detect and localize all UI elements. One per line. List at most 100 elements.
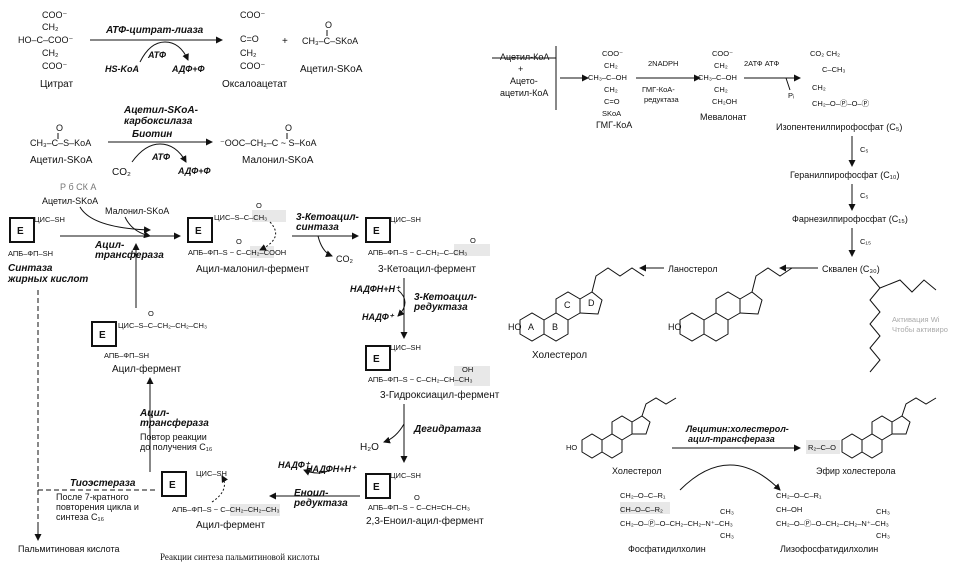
adp-label-2: АДФ+Ф xyxy=(177,166,211,176)
svg-text:ацетил-КоА: ацетил-КоА xyxy=(500,88,548,98)
svg-text:O: O xyxy=(470,236,476,245)
svg-text:HO: HO xyxy=(508,322,522,332)
svg-text:АПБ–ФП–SH: АПБ–ФП–SH xyxy=(8,249,53,258)
svg-text:O: O xyxy=(256,201,262,210)
svg-text:АПБ–ФП–S ~ C–CH₂–CH₂–CH₃: АПБ–ФП–S ~ C–CH₂–CH₂–CH₃ xyxy=(172,505,280,514)
enzyme-box-hydroxyacyl xyxy=(365,345,391,371)
svg-text:O: O xyxy=(236,237,242,246)
svg-text:ГМГ-КоА-: ГМГ-КоА- xyxy=(642,85,675,94)
synthase-label-2: жирных кислот xyxy=(7,274,88,285)
acetyl-koa-formula: CH₃–C–S–KoA xyxy=(30,138,91,148)
svg-text:CH₃–C–OH: CH₃–C–OH xyxy=(698,73,737,82)
lcat-enzyme-1: Лецитин:холестерол- xyxy=(685,424,789,434)
svg-text:COO⁻: COO⁻ xyxy=(602,49,623,58)
svg-text:CH₂: CH₂ xyxy=(714,61,728,70)
svg-text:CH–O–C–R₂: CH–O–C–R₂ xyxy=(620,505,663,514)
svg-text:COO⁻: COO⁻ xyxy=(240,10,266,20)
svg-text:ЦИС–SH: ЦИС–SH xyxy=(390,343,421,352)
svg-text:O: O xyxy=(414,493,420,502)
after-2: повторения цикла и xyxy=(56,502,139,512)
h2o-out: H₂O xyxy=(360,442,379,453)
svg-text:CH₂: CH₂ xyxy=(42,22,59,32)
svg-text:CH₃: CH₃ xyxy=(720,531,734,540)
cholesterol-ester-structure: R₂–C–O xyxy=(806,397,937,459)
ketoacyl-synthase-1: 3-Кетоацил- xyxy=(296,212,360,223)
svg-text:CH₂–O–Ⓟ–O–CH₂–CH₂–N⁺–CH₃: CH₂–O–Ⓟ–O–CH₂–CH₂–N⁺–CH₃ xyxy=(776,519,889,528)
svg-text:HO: HO xyxy=(566,443,577,452)
oxaloacetate-name: Оксалоацетат xyxy=(222,79,288,90)
svg-text:CH₂: CH₂ xyxy=(42,48,59,58)
svg-text:O: O xyxy=(148,309,154,318)
citrate-cofactor-arc xyxy=(139,41,189,63)
svg-text:COO⁻: COO⁻ xyxy=(42,61,68,71)
enzyme-box-acyl-mid xyxy=(91,321,117,347)
svg-text:D: D xyxy=(588,298,595,308)
acyl-malonyl-name: Ацил-малонил-фермент xyxy=(196,263,310,275)
svg-text:HO–C–COO⁻: HO–C–COO⁻ xyxy=(18,35,74,45)
svg-text:CH₂–O–Ⓟ–O–CH₂–CH₂–N⁺–CH₃: CH₂–O–Ⓟ–O–CH₂–CH₂–N⁺–CH₃ xyxy=(620,519,733,528)
malonyl-name: Малонил-SKoA xyxy=(242,155,314,166)
svg-text:2АТФ АТФ: 2АТФ АТФ xyxy=(744,59,779,68)
mevalonate-formula: COO⁻ CH₂ CH₃–C–OH CH₂ CH₂OH xyxy=(698,49,737,106)
svg-text:АПБ–ФП–S ~ C–CH=CH–CH₃: АПБ–ФП–S ~ C–CH=CH–CH₃ xyxy=(368,503,470,512)
citrate-name: Цитрат xyxy=(40,79,73,90)
cut-caption: Р б СК А xyxy=(60,182,96,192)
enzyme-box-acyl-bottom xyxy=(161,471,187,497)
svg-text:Pᵢ: Pᵢ xyxy=(788,91,794,100)
acetyl-in: Ацетил-SKoA xyxy=(42,196,98,206)
lanosterol-structure: HO xyxy=(668,267,793,342)
svg-text:B: B xyxy=(552,322,558,332)
lanosterol-name: Ланостерол xyxy=(668,264,717,274)
svg-text:CH₂: CH₂ xyxy=(240,48,257,58)
phosphatidylcholine-structure: CH₂–O–C–R₁ CH–O–C–R₂ CH₂–O–Ⓟ–O–CH₂–CH₂–N… xyxy=(620,491,734,540)
svg-text:ЦИС–SH: ЦИС–SH xyxy=(34,215,65,224)
carboxylase-label-2: карбоксилаза xyxy=(124,115,193,127)
lpc-name: Лизофосфатидилхолин xyxy=(780,544,878,554)
acyltransferase-1: Ацил- xyxy=(94,240,125,251)
svg-text:COO⁻: COO⁻ xyxy=(42,10,68,20)
fas-caption: Реакции синтеза пальмитиновой кислоты xyxy=(160,552,319,562)
svg-text:E: E xyxy=(99,330,106,341)
hmg-coa-name: ГМГ-КоА xyxy=(596,120,632,130)
watermark-1: Активация Wi xyxy=(892,315,940,324)
enzyme-box-acyl-malonyl xyxy=(187,217,213,243)
svg-text:C₁₅: C₁₅ xyxy=(860,237,871,246)
enzyme-box-start xyxy=(9,217,35,243)
svg-text:E: E xyxy=(169,480,176,491)
gpp-name: Геранилпирофосфат (C₁₀) xyxy=(790,170,899,180)
after-3: синтеза C₁₆ xyxy=(56,512,104,522)
acetyl-name-top: Ацетил-SKoA xyxy=(300,64,363,75)
repeat-label-1: Ацил- xyxy=(139,408,170,419)
cholesterol-structure: A B C D HO Холестерол xyxy=(508,267,645,361)
svg-text:CO₂ CH₂: CO₂ CH₂ xyxy=(810,49,840,58)
acetyl-koa-name: Ацетил-SKoA xyxy=(30,155,93,166)
svg-text:O: O xyxy=(285,123,292,133)
ipp-formula: CO₂ CH₂ C–CH₃ CH₂ CH₂–O–Ⓟ–O–Ⓟ xyxy=(810,49,870,108)
lcat-enzyme-2: ацил-трансфераза xyxy=(688,434,775,444)
svg-text:OH: OH xyxy=(462,365,473,374)
nadph-2: НАДФН+Н⁺ xyxy=(306,464,357,474)
cholesterol-name-1: Холестерол xyxy=(532,350,587,361)
oxaloacetate-formula: COO⁻ C=O CH₂ COO⁻ xyxy=(240,10,266,71)
svg-text:C₅: C₅ xyxy=(860,145,868,154)
svg-text:ЦИС–S–C–CH₃: ЦИС–S–C–CH₃ xyxy=(214,213,267,222)
svg-text:SKoA: SKoA xyxy=(602,109,621,118)
palmitic-acid: Пальмитиновая кислота xyxy=(18,544,119,554)
svg-text:CH₃–C–OH: CH₃–C–OH xyxy=(588,73,627,82)
svg-text:CH₂: CH₂ xyxy=(714,85,728,94)
repeat-label-2: трансфераза xyxy=(140,417,209,429)
svg-text:2NADPH: 2NADPH xyxy=(648,59,678,68)
nadph-1: НАДФН+Н⁺ xyxy=(350,284,401,294)
enoyl-reductase-1: Еноил- xyxy=(294,488,329,499)
svg-text:HO: HO xyxy=(668,322,682,332)
svg-text:АПБ–ФП–S ~ C–CH₂–CH–CH₃: АПБ–ФП–S ~ C–CH₂–CH–CH₃ xyxy=(368,375,473,384)
fpp-name: Фарнезилпирофосфат (C₁₅) xyxy=(792,214,908,224)
thioesterase-label: Тиоэстераза xyxy=(70,478,136,489)
svg-text:редуктаза: редуктаза xyxy=(644,95,680,104)
svg-text:ЦИС–S–C–CH₂–CH₂–CH₃: ЦИС–S–C–CH₂–CH₂–CH₃ xyxy=(118,321,207,330)
svg-text:АПБ–ФП–SH: АПБ–ФП–SH xyxy=(104,351,149,360)
fas-panel: E ЦИС–SH АПБ–ФП–SH Синтаза жирных кислот… xyxy=(7,196,500,562)
ipp-name: Изопентенилпирофосфат (C₅) xyxy=(776,122,902,132)
repeat-label-3: Повтор реакции xyxy=(140,432,207,442)
svg-text:АПБ–ФП–S ~ C–CH₂–COOH: АПБ–ФП–S ~ C–CH₂–COOH xyxy=(188,248,286,257)
